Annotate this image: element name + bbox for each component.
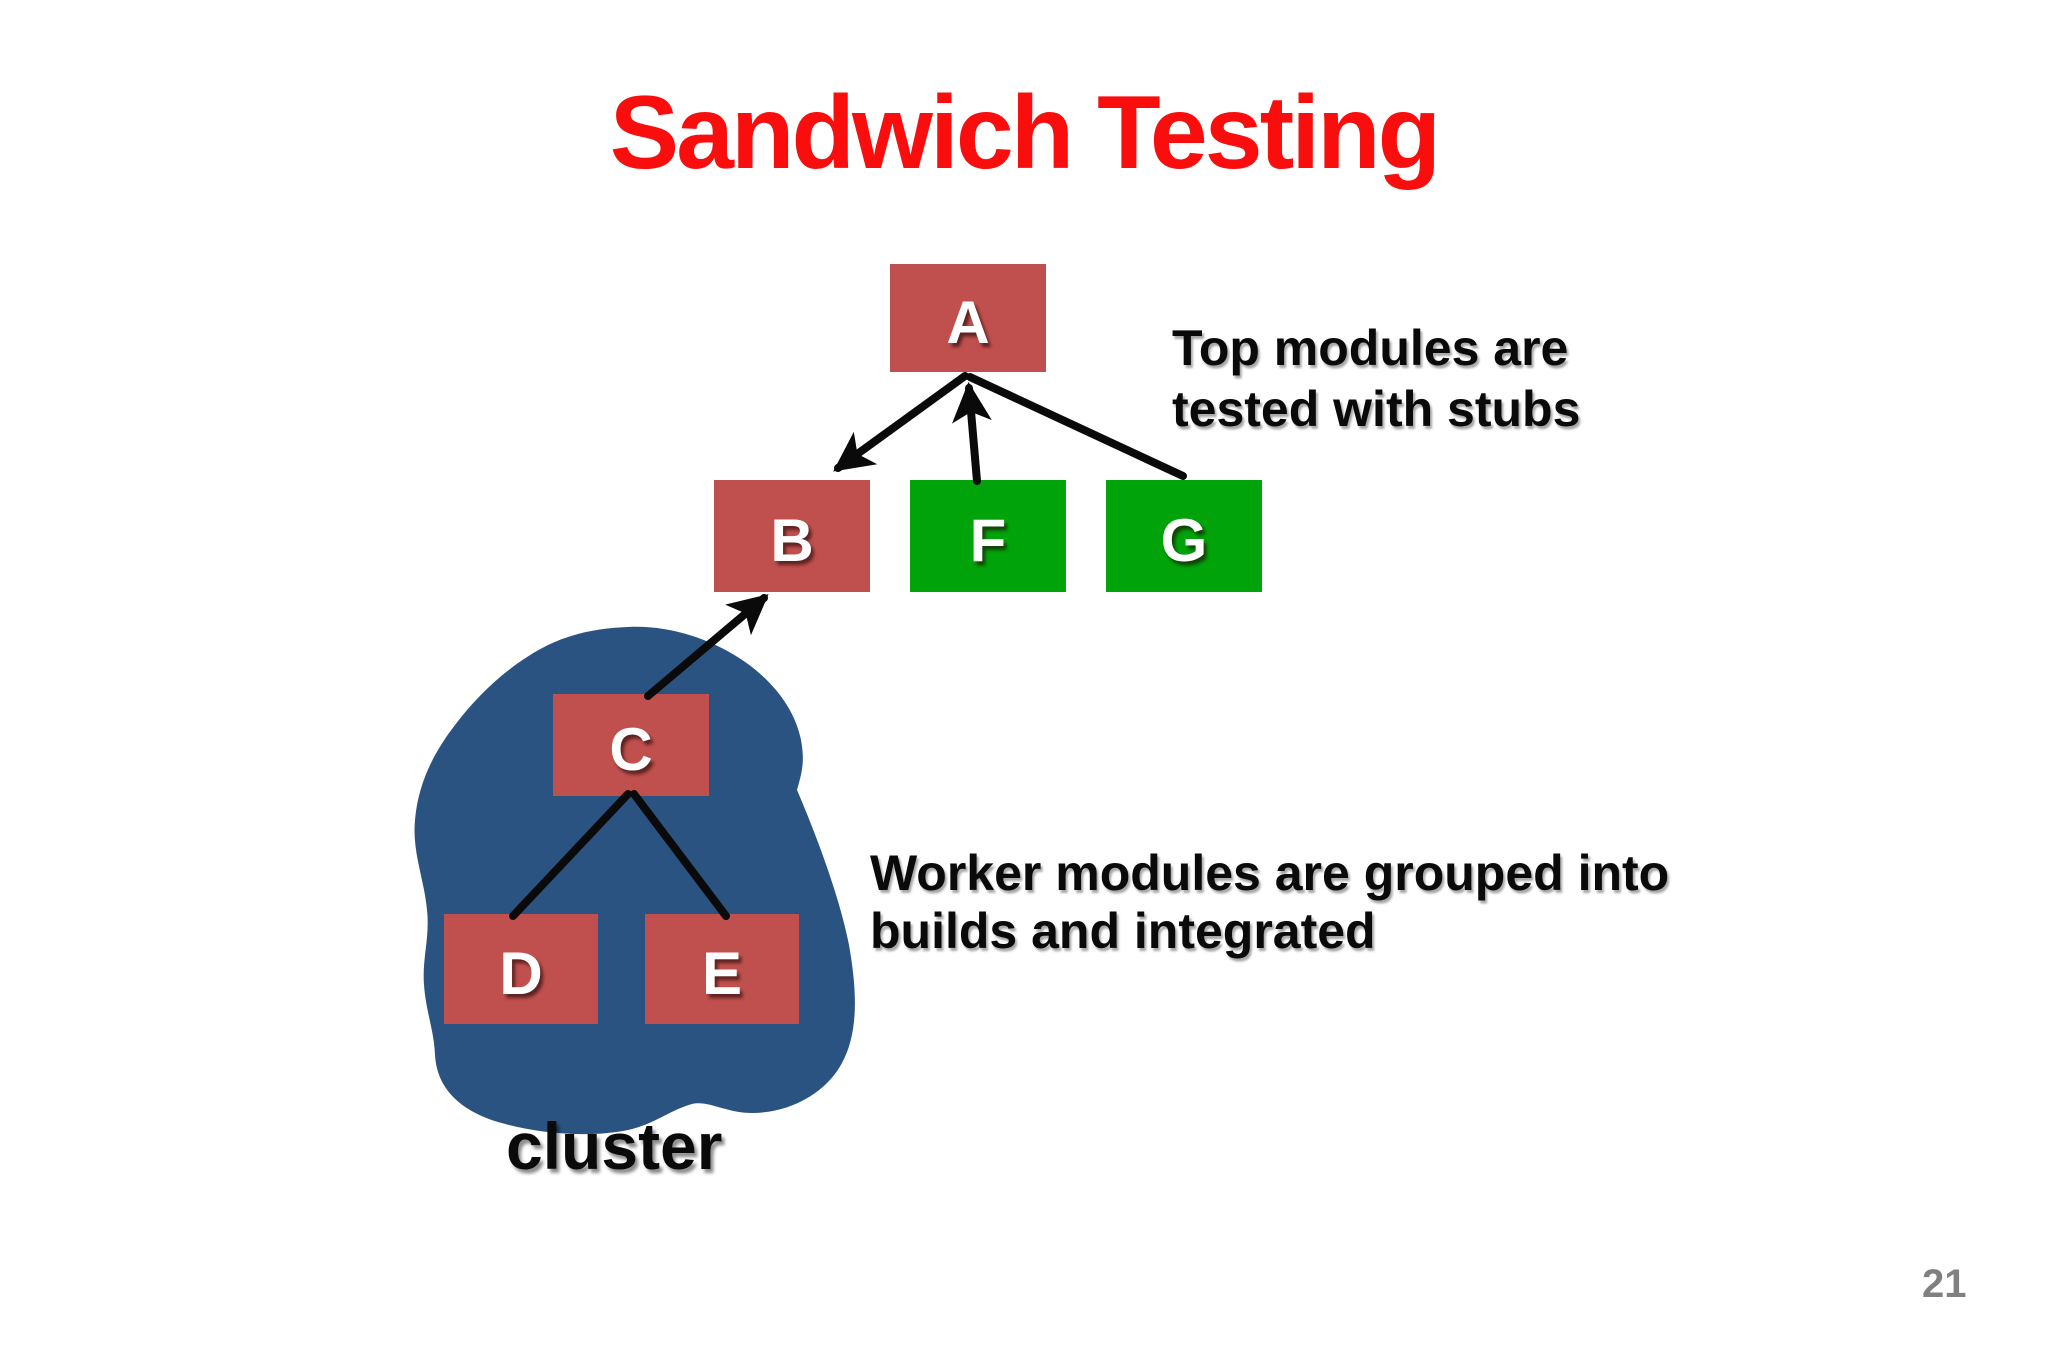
node-G-label: G [1160, 506, 1208, 574]
worker-modules-note-line1: Worker modules are grouped into [870, 845, 1670, 901]
node-F-label: F [969, 506, 1007, 574]
top-modules-note-line2: tested with stubs [1172, 381, 1581, 437]
node-F: F [910, 480, 1066, 592]
edge-cluster-to-B-arrow [644, 594, 769, 700]
node-A: A [890, 264, 1046, 372]
edge-C-to-D-line [509, 790, 632, 920]
edge-C-to-E-line [630, 790, 730, 920]
page-number: 21 [1922, 1262, 1967, 1306]
edge-A-to-B-arrow [833, 372, 969, 472]
node-A-label: A [946, 288, 990, 356]
slide-title: Sandwich Testing [609, 75, 1441, 191]
cluster-label: cluster [506, 1109, 723, 1183]
edge-F-to-A-arrow [951, 382, 992, 485]
node-C: C [553, 694, 709, 796]
worker-modules-note: Worker modules are grouped into builds a… [870, 844, 1669, 960]
node-E-label: E [701, 939, 743, 1007]
worker-modules-note-line2: builds and integrated [870, 903, 1376, 959]
node-B: B [714, 480, 870, 592]
node-D: D [444, 914, 598, 1024]
node-D-label: D [499, 939, 543, 1007]
top-modules-note-line1: Top modules are [1172, 320, 1569, 376]
top-modules-note: Top modules are tested with stubs [1172, 318, 1580, 440]
node-B-label: B [770, 506, 814, 574]
node-E: E [645, 914, 799, 1024]
node-G: G [1106, 480, 1262, 592]
edge-A-to-G-line [966, 373, 1187, 480]
node-C-label: C [609, 715, 653, 783]
